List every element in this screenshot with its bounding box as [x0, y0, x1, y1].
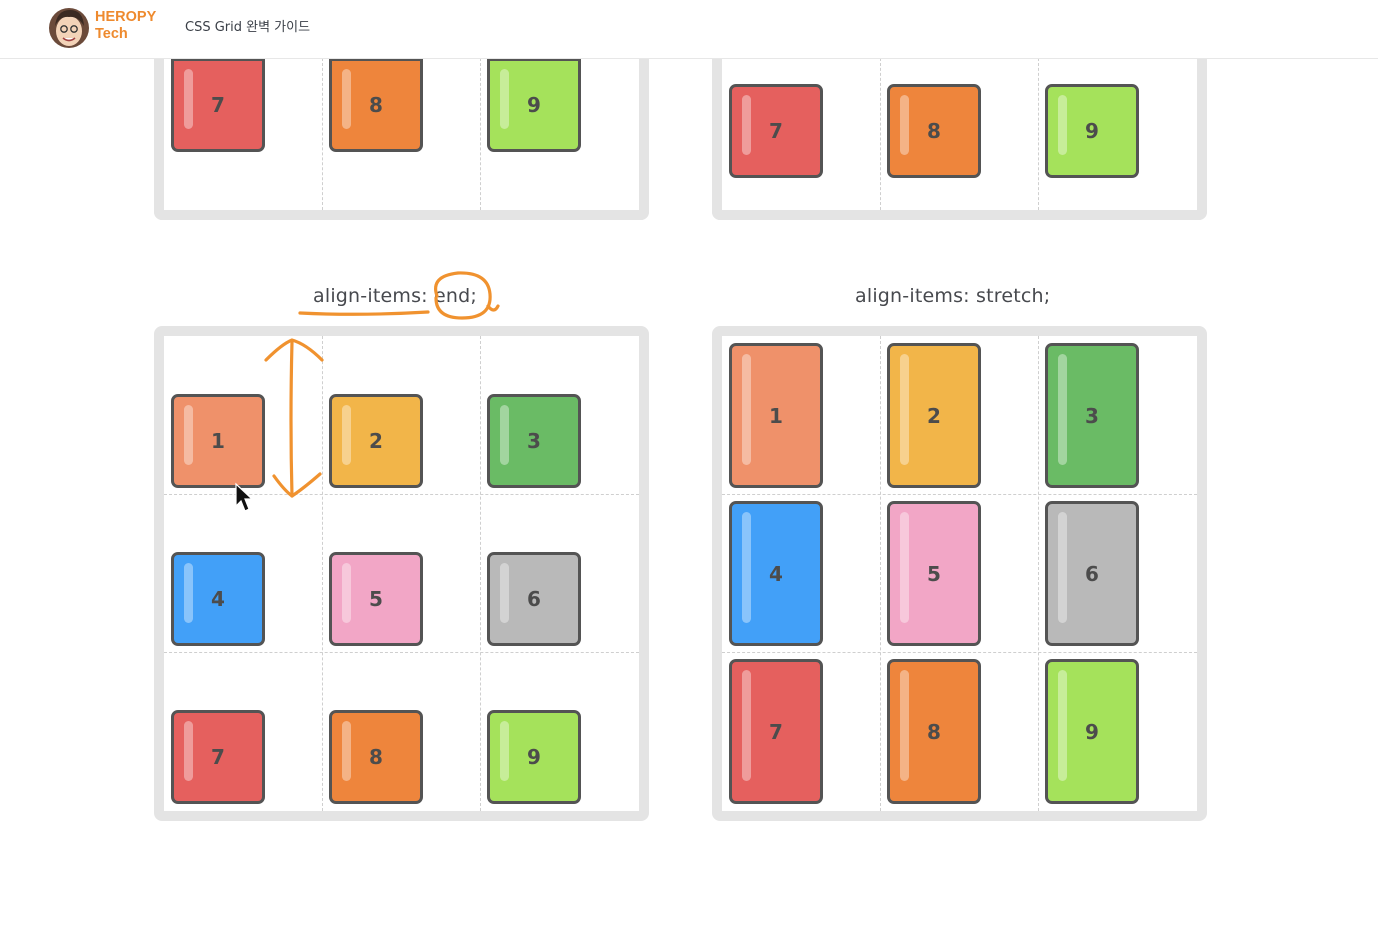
grid-item-3: 3 — [487, 394, 581, 488]
grid-item-7: 7 — [729, 84, 823, 178]
grid-item-9: 9 — [1045, 84, 1139, 178]
grid-item-8: 8 — [887, 84, 981, 178]
grid-item-6: 6 — [487, 552, 581, 646]
grid-item-7: 7 — [171, 58, 265, 152]
grid-item-7: 7 — [171, 710, 265, 804]
grid-item-8: 8 — [887, 659, 981, 804]
app-header: HEROPY Tech CSS Grid 완벽 가이드 — [0, 0, 1378, 59]
grid-item-6: 6 — [1045, 501, 1139, 646]
grid-item-1: 1 — [729, 343, 823, 488]
grid-item-8: 8 — [329, 710, 423, 804]
grid-item-2: 2 — [887, 343, 981, 488]
grid-item-2: 2 — [329, 394, 423, 488]
grid-item-5: 5 — [887, 501, 981, 646]
grid-item-9: 9 — [487, 710, 581, 804]
grid-item-5: 5 — [329, 552, 423, 646]
align-items-stretch-label: align-items: stretch; — [855, 285, 1051, 307]
grid-item-3: 3 — [1045, 343, 1139, 488]
avatar-logo-icon[interactable] — [48, 4, 90, 50]
brand-line1: HEROPY — [95, 9, 157, 25]
grid-item-9: 9 — [1045, 659, 1139, 804]
page-title[interactable]: CSS Grid 완벽 가이드 — [185, 20, 311, 35]
brand-line2: Tech — [95, 25, 128, 42]
grid-item-7: 7 — [729, 659, 823, 804]
grid-item-4: 4 — [171, 552, 265, 646]
grid-item-9: 9 — [487, 58, 581, 152]
grid-item-4: 4 — [729, 501, 823, 646]
grid-item-1: 1 — [171, 394, 265, 488]
grid-item-8: 8 — [329, 58, 423, 152]
underline-stroke — [298, 310, 430, 316]
align-items-end-label: align-items: end; — [313, 285, 478, 307]
brand-name[interactable]: HEROPY Tech — [95, 9, 175, 42]
